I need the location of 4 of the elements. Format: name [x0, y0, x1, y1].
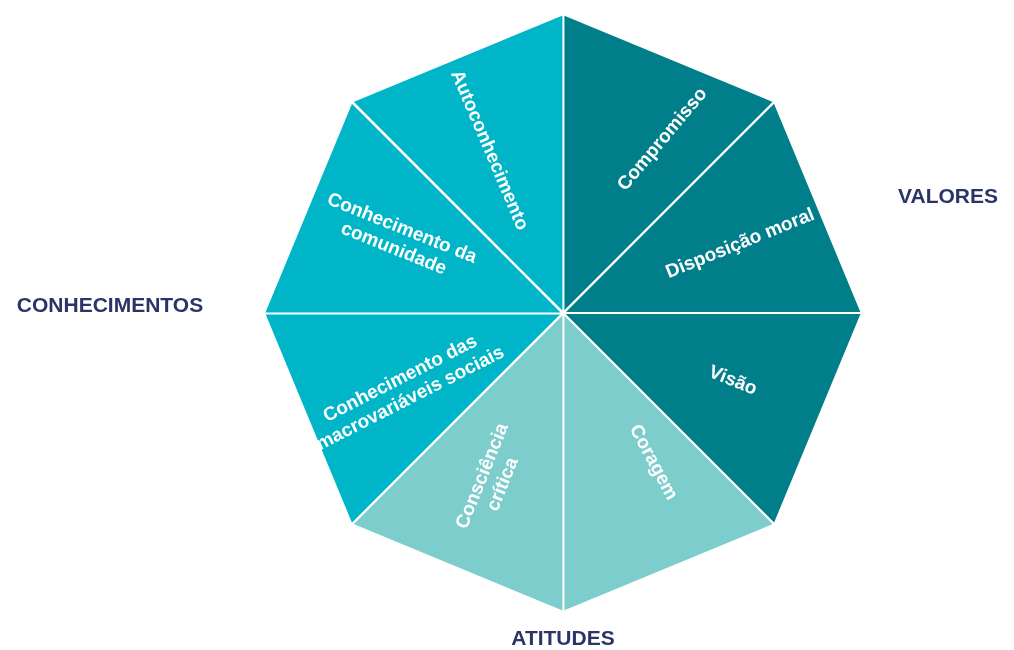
group-label: CONHECIMENTOS	[16, 293, 204, 317]
group-label: VALORES	[898, 184, 998, 208]
slice-label: Visão	[704, 359, 762, 401]
group-label: ATITUDES	[511, 626, 615, 650]
